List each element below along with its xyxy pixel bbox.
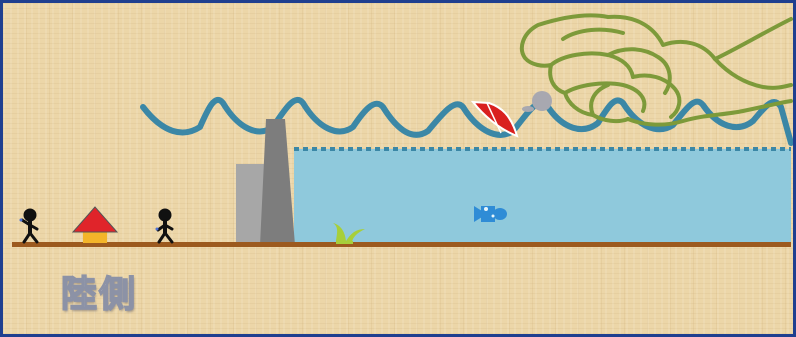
tsunami-wave	[143, 100, 791, 143]
person-icon	[156, 209, 173, 242]
hand-icon	[522, 15, 791, 124]
sea-water	[294, 149, 791, 245]
person-icon	[20, 209, 38, 242]
ground-line	[12, 242, 791, 247]
house-icon	[73, 207, 117, 243]
seawall-tall-block	[260, 119, 295, 245]
land-side-label: 陸側	[61, 265, 137, 317]
